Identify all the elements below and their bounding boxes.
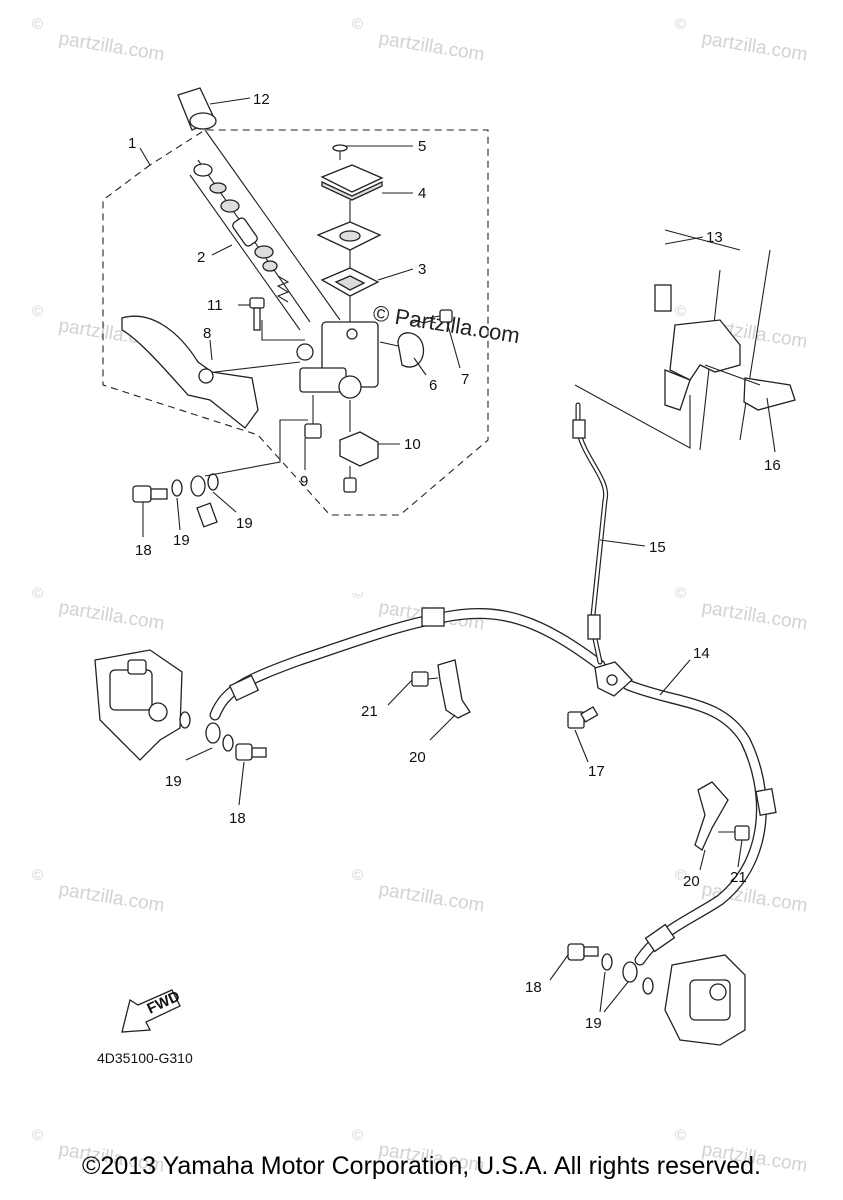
callout-17: 17 bbox=[588, 763, 605, 780]
right-caliper bbox=[567, 943, 746, 1046]
watermark-text: partzilla.com bbox=[57, 597, 166, 634]
svg-text:©: © bbox=[675, 303, 686, 320]
callout-8: 8 bbox=[203, 325, 211, 342]
callout-19-left: 19 bbox=[165, 773, 182, 790]
svg-text:©: © bbox=[32, 585, 43, 602]
callout-11: 11 bbox=[207, 297, 223, 314]
callout-19-upper-b: 19 bbox=[236, 515, 253, 532]
callout-7: 7 bbox=[461, 371, 469, 388]
reservoir-cap-parts bbox=[316, 144, 384, 322]
watermark-center: © Partzilla.com bbox=[371, 300, 521, 348]
callout-18-left: 18 bbox=[229, 810, 246, 827]
callout-20-left: 20 bbox=[409, 749, 426, 766]
part-20-bracket-right bbox=[694, 781, 750, 851]
copyright-notice: ©2013 Yamaha Motor Corporation, U.S.A. A… bbox=[82, 1152, 761, 1180]
right-fork-area bbox=[574, 229, 796, 451]
part-10-brake-switch bbox=[339, 400, 379, 493]
svg-text:©: © bbox=[675, 1127, 686, 1144]
svg-text:©: © bbox=[32, 16, 43, 33]
watermark-text: partzilla.com bbox=[377, 28, 486, 65]
master-cylinder-body bbox=[296, 321, 379, 399]
leader-lines bbox=[139, 97, 776, 1013]
svg-text:©: © bbox=[675, 16, 686, 33]
callout-21-left: 21 bbox=[361, 703, 378, 720]
watermark-text: partzilla.com bbox=[700, 597, 809, 634]
callout-20-right: 20 bbox=[683, 873, 700, 890]
callout-12: 12 bbox=[253, 91, 270, 108]
banjo-bolt-upper bbox=[132, 419, 308, 503]
part-8-brake-lever bbox=[121, 315, 301, 429]
svg-text:©: © bbox=[352, 585, 363, 602]
watermark-text: partzilla.com bbox=[700, 28, 809, 65]
left-caliper bbox=[94, 649, 267, 761]
part-17-bolt bbox=[567, 706, 599, 729]
part-20-bracket-left bbox=[411, 659, 471, 719]
svg-text:©: © bbox=[675, 585, 686, 602]
svg-text:©: © bbox=[352, 867, 363, 884]
watermark-text: partzilla.com bbox=[377, 879, 486, 916]
callout-16: 16 bbox=[764, 457, 781, 474]
callout-4: 4 bbox=[418, 185, 426, 202]
brake-hoses bbox=[196, 200, 777, 966]
callout-9: 9 bbox=[300, 473, 308, 490]
callout-13: 13 bbox=[706, 229, 723, 246]
callout-14: 14 bbox=[693, 645, 710, 662]
part-6-clamp bbox=[379, 332, 425, 368]
part-2-piston-kit bbox=[189, 159, 311, 331]
svg-text:©: © bbox=[32, 1127, 43, 1144]
part-9-nut bbox=[304, 395, 322, 439]
callout-2: 2 bbox=[197, 249, 205, 266]
part-12-cap bbox=[177, 87, 341, 321]
svg-text:©: © bbox=[352, 1127, 363, 1144]
callout-3: 3 bbox=[418, 261, 426, 278]
watermark-text: partzilla.com bbox=[57, 28, 166, 65]
callout-18-right: 18 bbox=[525, 979, 542, 996]
svg-text:©: © bbox=[352, 16, 363, 33]
callout-10: 10 bbox=[404, 436, 421, 453]
callout-labels: 12 1 5 4 3 2 11 8 6 7 10 9 13 16 15 14 1… bbox=[128, 91, 781, 1032]
part-7-clamp-bolt bbox=[411, 309, 453, 324]
callout-1: 1 bbox=[128, 135, 136, 152]
part-11-pivot-bolt bbox=[249, 297, 305, 341]
svg-text:©: © bbox=[32, 303, 43, 320]
callout-19-right: 19 bbox=[585, 1015, 602, 1032]
watermark-text: partzilla.com bbox=[57, 879, 166, 916]
callout-6: 6 bbox=[429, 377, 437, 394]
callout-19-upper-a: 19 bbox=[173, 532, 190, 549]
svg-text:©: © bbox=[675, 867, 686, 884]
brake-junction bbox=[594, 661, 633, 697]
fwd-arrow: FWD bbox=[121, 988, 183, 1033]
callout-18-upper: 18 bbox=[135, 542, 152, 559]
svg-text:©: © bbox=[32, 867, 43, 884]
callout-21-right: 21 bbox=[730, 869, 747, 886]
callout-15: 15 bbox=[649, 539, 666, 556]
callout-5: 5 bbox=[418, 138, 426, 155]
diagram-code: 4D35100-G310 bbox=[97, 1050, 193, 1066]
